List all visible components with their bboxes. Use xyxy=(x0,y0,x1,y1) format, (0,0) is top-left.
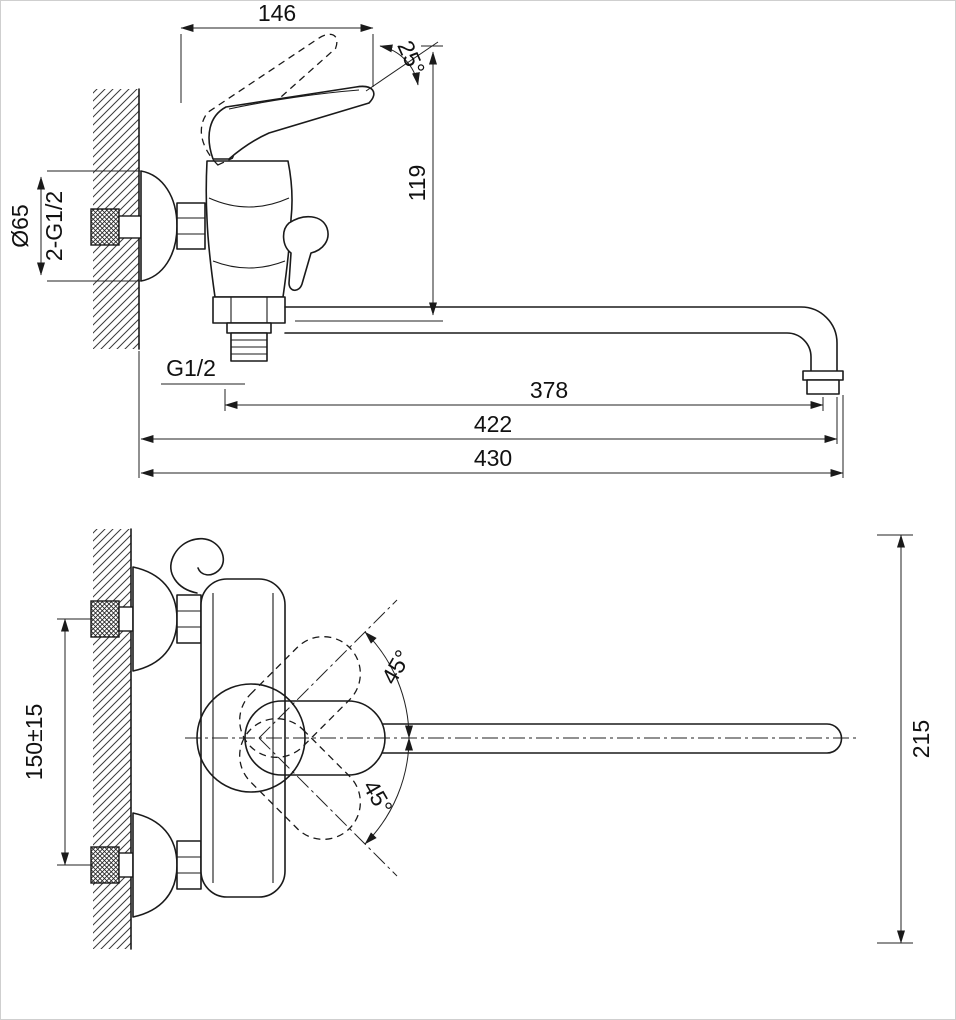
mount-bottom xyxy=(90,812,202,918)
hex-connector-side xyxy=(176,202,206,250)
spout-side xyxy=(284,306,844,395)
handle-alt-position-dashed xyxy=(200,33,338,166)
dim-spout-thread: G1/2 xyxy=(161,355,245,385)
dim-label-430: 430 xyxy=(474,445,512,471)
shower-hook xyxy=(170,537,225,594)
dim-label-119: 119 xyxy=(404,165,430,202)
side-lever xyxy=(282,215,329,292)
mount-top xyxy=(90,566,202,672)
dim-body-height: 119 xyxy=(295,45,443,322)
dim-flange-diameter: Ø65 2-G1/2 xyxy=(7,170,141,282)
front-view: 45° 45° 150±15 215 xyxy=(21,528,934,950)
swing-axis-up xyxy=(258,599,398,739)
dim-label-378: 378 xyxy=(530,377,568,403)
side-view: 146 25° 119 Ø65 2-G1/2 G1/2 xyxy=(7,1,844,478)
dim-spout-reach: 378 xyxy=(224,377,824,411)
dim-reach-430: 430 xyxy=(140,395,844,478)
spout-front xyxy=(382,723,843,754)
dim-swing-up: 45° xyxy=(364,631,416,739)
handle-swing-down-dashed xyxy=(239,718,361,840)
faucet-body-side xyxy=(205,160,293,298)
dim-handle-length: 146 xyxy=(180,1,374,103)
dim-swing-down: 45° xyxy=(358,737,413,845)
cartridge-circle xyxy=(196,683,306,793)
dim-label-146: 146 xyxy=(258,1,296,26)
dim-label-422: 422 xyxy=(474,411,512,437)
swing-axis-down xyxy=(258,737,398,877)
dim-label-g12: G1/2 xyxy=(166,355,216,381)
dim-label-dia65: Ø65 xyxy=(7,204,33,247)
dim-label-150: 150±15 xyxy=(21,704,47,781)
dim-overall-height: 215 xyxy=(877,534,934,944)
dim-mounting-centers: 150±15 xyxy=(21,618,93,866)
handle-side xyxy=(208,85,375,160)
dim-reach-422: 422 xyxy=(138,351,838,478)
handle-swing-up-dashed xyxy=(239,636,361,758)
dim-label-215: 215 xyxy=(908,720,934,758)
escutcheon-flange-side xyxy=(140,170,178,282)
dim-label-2-g12: 2-G1/2 xyxy=(41,191,67,261)
wall-section-front xyxy=(93,528,132,950)
dim-label-45-down: 45° xyxy=(358,775,398,818)
dim-handle-angle: 25° xyxy=(365,37,439,92)
spout-nut-and-thread xyxy=(212,296,286,362)
dim-label-25deg: 25° xyxy=(392,37,430,79)
